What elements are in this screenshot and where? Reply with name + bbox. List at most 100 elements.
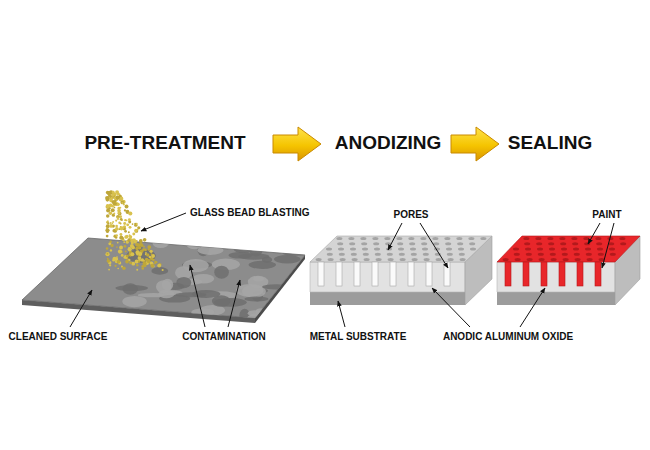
- glass-bead: [132, 223, 134, 225]
- glass-bead: [143, 264, 147, 268]
- pore-opening: [424, 258, 430, 261]
- pore-opening: [571, 237, 577, 240]
- glass-bead: [116, 246, 118, 248]
- glass-bead: [110, 249, 112, 251]
- glass-bead: [111, 193, 114, 196]
- contamination-spot: [239, 309, 250, 322]
- glass-bead: [128, 211, 132, 215]
- leader-line: [520, 288, 545, 327]
- pore-opening: [596, 242, 602, 245]
- glass-bead: [132, 233, 135, 236]
- pore-opening: [387, 253, 393, 256]
- pore-column: [523, 262, 529, 286]
- glass-bead: [145, 252, 147, 254]
- pore-pattern: [316, 237, 487, 286]
- pore-opening: [562, 253, 568, 256]
- contamination-spot: [115, 285, 148, 291]
- contamination-spot: [262, 309, 294, 320]
- pore-opening: [399, 253, 405, 256]
- glass-bead: [114, 265, 116, 267]
- leader-line: [420, 223, 448, 268]
- glass-bead: [162, 269, 164, 271]
- pore-opening: [421, 242, 427, 245]
- pore-opening: [397, 242, 403, 245]
- pore-column: [336, 262, 342, 286]
- pore-opening: [469, 242, 475, 245]
- pore-opening: [548, 242, 554, 245]
- pore-opening: [515, 258, 521, 261]
- pore-opening: [348, 237, 354, 240]
- glass-bead: [126, 219, 128, 221]
- oxide-layer: [497, 262, 615, 292]
- glass-bead: [134, 229, 137, 232]
- leader-line: [70, 290, 92, 327]
- glass-bead: [125, 260, 129, 264]
- glass-bead: [119, 236, 123, 240]
- pore-column: [559, 262, 565, 286]
- glass-bead: [126, 255, 128, 257]
- glass-bead: [136, 269, 138, 271]
- glass-bead: [116, 234, 118, 236]
- glass-bead: [148, 249, 150, 251]
- glass-bead: [107, 259, 111, 263]
- contamination-spot: [290, 277, 303, 283]
- contamination-spot: [176, 277, 191, 288]
- pore-opening: [412, 258, 418, 261]
- stage-title: SEALING: [508, 132, 592, 154]
- pore-opening: [575, 258, 581, 261]
- glass-bead: [116, 196, 120, 200]
- glass-bead: [141, 258, 145, 262]
- metal-plate: [22, 238, 305, 318]
- part-label: ANODIC ALUMINUM OXIDE: [443, 331, 573, 343]
- glass-bead: [126, 255, 129, 258]
- pore-opening: [339, 253, 345, 256]
- glass-bead: [114, 207, 116, 209]
- pore-opening: [459, 253, 465, 256]
- pore-opening: [585, 248, 591, 251]
- glass-bead: [108, 242, 111, 245]
- pore-opening: [547, 237, 553, 240]
- pore-opening: [456, 237, 462, 240]
- pore-opening: [470, 248, 476, 251]
- glass-bead: [134, 239, 137, 242]
- leader-line: [602, 223, 614, 268]
- pore-opening: [550, 253, 556, 256]
- glass-bead: [117, 211, 120, 214]
- glass-bead: [149, 250, 152, 253]
- glass-bead: [144, 249, 147, 252]
- contamination-pattern: [115, 232, 318, 327]
- pore-opening: [360, 237, 366, 240]
- pore-opening: [337, 242, 343, 245]
- pore-opening: [527, 258, 533, 261]
- contamination-spot: [169, 316, 203, 326]
- contamination-spot: [244, 297, 268, 302]
- glass-bead: [124, 230, 127, 233]
- glass-bead: [105, 252, 109, 256]
- pore-opening: [468, 237, 474, 240]
- metal-substrate: [497, 292, 615, 305]
- stage-arrow: [451, 127, 499, 161]
- glass-bead: [108, 269, 110, 271]
- contamination-spot: [211, 317, 223, 325]
- pore-opening: [597, 248, 603, 251]
- contamination-spot: [151, 267, 168, 275]
- glass-bead: [107, 253, 109, 255]
- glass-bead: [115, 220, 117, 222]
- glass-bead: [106, 235, 109, 238]
- pore-column: [318, 262, 324, 286]
- leader-line: [432, 288, 470, 327]
- glass-bead: [129, 234, 131, 236]
- glass-bead: [117, 192, 120, 195]
- contamination-spot: [249, 261, 276, 269]
- pore-opening: [584, 242, 590, 245]
- glass-bead: [117, 260, 121, 264]
- pore-opening: [409, 242, 415, 245]
- glass-bead: [106, 209, 110, 213]
- pore-column: [390, 262, 396, 286]
- pore-opening: [372, 237, 378, 240]
- glass-bead: [119, 246, 123, 250]
- pore-opening: [349, 242, 355, 245]
- glass-bead: [134, 240, 137, 243]
